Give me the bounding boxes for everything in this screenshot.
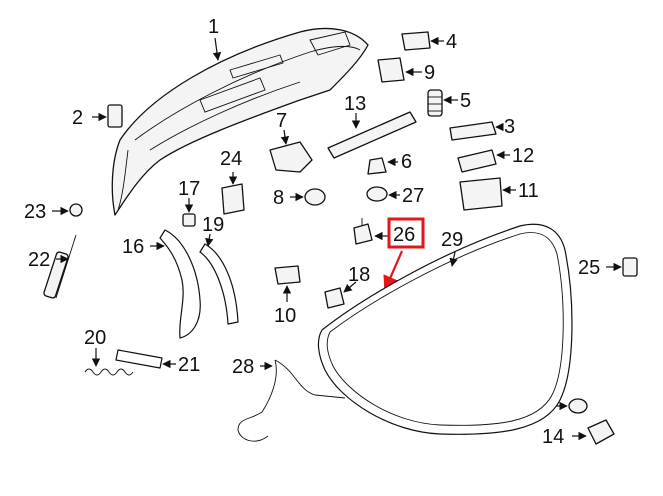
callout-20: 20 [84,327,106,349]
callout-5: 5 [460,90,471,112]
part-10-striker [274,265,301,285]
part-16-hinge-arm [159,229,201,339]
callout-8: 8 [273,187,284,209]
leader-19 [205,233,214,247]
callout-10: 10 [274,305,296,327]
part-28-cable [237,359,346,442]
callout-14: 14 [542,426,564,448]
callout-9: 9 [424,62,435,84]
part-9-clip [377,57,405,83]
trunk-lid [111,27,369,216]
part-24-bracket [221,183,245,215]
callout-25: 25 [578,257,600,279]
leader-18 [343,281,357,293]
callout-3: 3 [504,116,515,138]
callout-21: 21 [178,354,200,376]
leader-7 [280,129,290,145]
callout-18: 18 [348,264,370,286]
part-27-cap [366,186,388,202]
part-7-hinge [269,141,313,173]
part-19-cover [199,243,239,325]
part-25-plug [622,257,638,277]
callout-2: 2 [72,107,83,129]
part-5-spring [427,89,443,117]
part-23-ball-stud [69,203,83,217]
callout-4: 4 [446,31,457,53]
callout-12: 12 [512,145,534,167]
callout-7: 7 [276,110,287,132]
part-22-gas-strut [43,234,77,299]
part-26-stud [353,218,373,245]
part-29-seal-inner [326,232,564,426]
callout-17: 17 [178,178,200,200]
part-2-bracket [107,104,123,128]
part-12-light [457,149,497,173]
callout-13: 13 [344,93,366,115]
callout-1: 1 [208,16,219,38]
callout-19: 19 [202,214,224,236]
highlight-arrow [383,250,404,292]
part-4-bumper [401,31,431,51]
part-6-grommet [367,157,387,175]
leader-1 [212,37,222,61]
callout-27: 27 [402,185,424,207]
part-11-latch [459,177,503,211]
highlight-box [387,217,425,249]
part-8-nut [304,188,326,206]
part-13-strip [327,111,417,159]
callout-11: 11 [518,180,539,202]
callout-23: 23 [24,201,46,223]
leader-29 [449,251,458,267]
part-29-seal [317,223,573,435]
part-20-spring [84,368,134,376]
part-17-bolt [182,213,196,227]
callout-28: 28 [232,356,254,378]
callout-16: 16 [122,236,144,258]
callout-22: 22 [28,249,50,271]
part-21-tool [115,349,163,369]
callout-29: 29 [441,229,463,251]
part-18-clip [324,287,345,309]
part-15-cap [568,398,588,414]
callout-26: 26 [393,224,415,246]
callout-24: 24 [220,148,242,170]
part-14-hook [587,419,615,445]
part-3-trim [449,121,497,141]
callout-6: 6 [401,151,412,173]
